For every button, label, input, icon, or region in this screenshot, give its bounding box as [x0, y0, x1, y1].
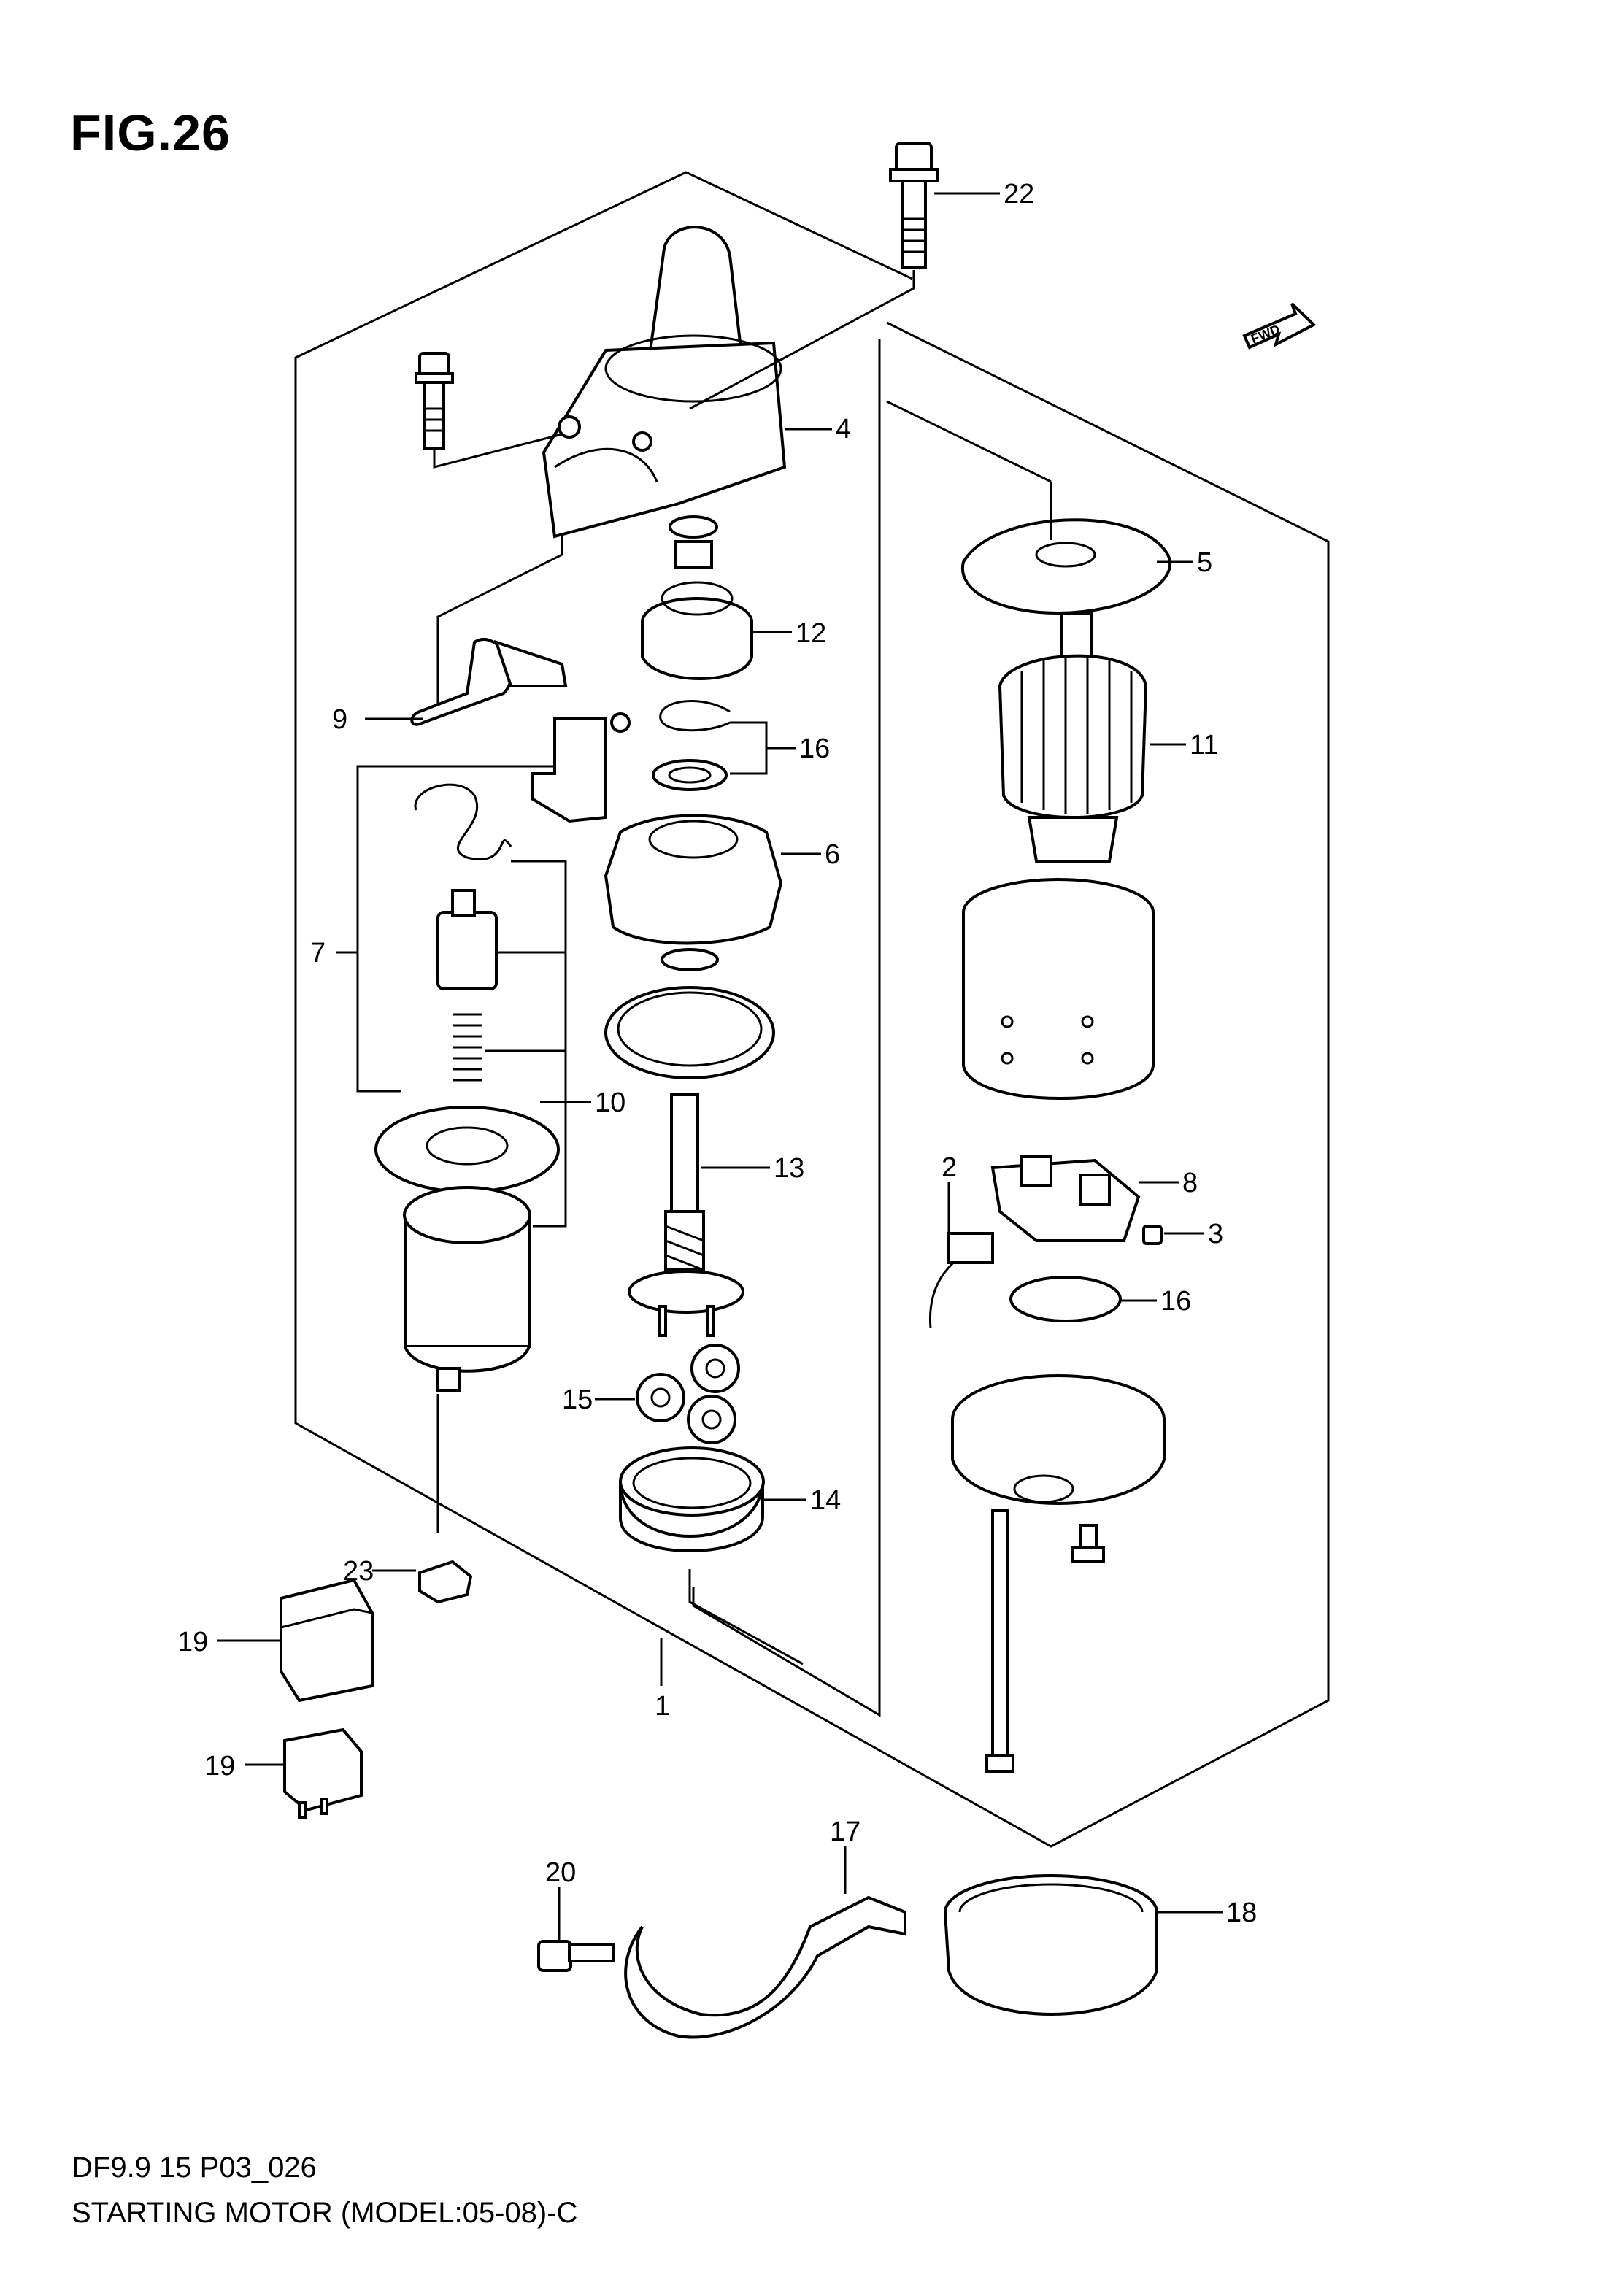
solenoid-plate-icon [374, 1106, 560, 1193]
solenoid-terminal-icon [531, 712, 631, 823]
thrust-washer-icon [1009, 1276, 1122, 1322]
planetary-shaft-icon [628, 1093, 744, 1337]
bolt-small-icon [415, 352, 454, 450]
callout-10: 10 [595, 1087, 625, 1118]
callout-20: 19 [177, 1627, 208, 1657]
shift-lever-icon [410, 638, 568, 726]
center-bracket-icon [604, 814, 783, 945]
brush-holder-icon [990, 1155, 1141, 1242]
callout-8: 8 [1182, 1168, 1198, 1198]
relay-19-icon [283, 1727, 363, 1819]
fwd-arrow-icon: FWD [1242, 302, 1317, 350]
callout-22: 22 [1004, 179, 1034, 209]
callout-18: 18 [1226, 1898, 1257, 1928]
callout-2: 2 [942, 1152, 957, 1183]
bolt-22-icon [889, 142, 939, 269]
wire-spring-icon [414, 783, 512, 860]
callout-5: 5 [1197, 547, 1212, 578]
callout-11: 11 [1190, 730, 1218, 760]
yoke-housing-icon [962, 878, 1155, 1100]
washer-icon [661, 948, 719, 971]
callout-21: 20 [545, 1857, 576, 1888]
callout-14: 14 [810, 1485, 841, 1516]
nut-23-icon [418, 1560, 473, 1604]
assembly-outline [294, 171, 1330, 1848]
motor-strap-icon [624, 1895, 906, 2039]
callout-12: 12 [796, 618, 826, 649]
callout-17: 17 [830, 1817, 860, 1847]
callout-1: 1 [655, 1691, 670, 1722]
callout-16b: 16 [1160, 1286, 1191, 1317]
bolt-21-icon [537, 1940, 615, 1972]
callout-6: 6 [825, 839, 840, 870]
connector-icon [947, 1232, 994, 1264]
relay-20-icon [280, 1578, 374, 1703]
gasket-ring-icon [604, 986, 775, 1079]
diagram-code: DF9.9 15 P03_026 [72, 2151, 317, 2184]
cover-screw-icon [1071, 1524, 1105, 1563]
end-plate-5-icon [960, 518, 1171, 615]
rubber-band-icon [944, 1874, 1158, 2016]
solenoid-body-icon [403, 1186, 531, 1392]
circlip-washer-icon [652, 700, 731, 791]
planetary-gears-icon [636, 1344, 740, 1444]
armature-icon [998, 612, 1148, 863]
plunger-icon [436, 889, 498, 990]
pinion-gear-icon [641, 515, 753, 680]
callout-23: 23 [343, 1556, 374, 1587]
internal-gear-ring-icon [619, 1446, 765, 1552]
callout-3: 3 [1208, 1219, 1223, 1249]
end-cover-icon [951, 1374, 1166, 1505]
screw-3-icon [1142, 1225, 1163, 1245]
through-bolt-icon [985, 1509, 1014, 1773]
subassembly-outline [692, 339, 881, 1717]
callout-15: 15 [562, 1384, 593, 1415]
callout-19: 19 [204, 1751, 235, 1781]
callout-7: 7 [310, 938, 326, 968]
callout-4: 4 [836, 414, 851, 444]
return-spring-icon [453, 1013, 482, 1082]
drive-housing-icon [542, 226, 787, 539]
figure-title: FIG.26 [70, 104, 231, 161]
diagram-subtitle: STARTING MOTOR (MODEL:05-08)-C [72, 2197, 578, 2229]
callout-13: 13 [774, 1153, 804, 1184]
callout-9: 9 [332, 704, 347, 735]
callout-16a: 16 [799, 733, 830, 764]
